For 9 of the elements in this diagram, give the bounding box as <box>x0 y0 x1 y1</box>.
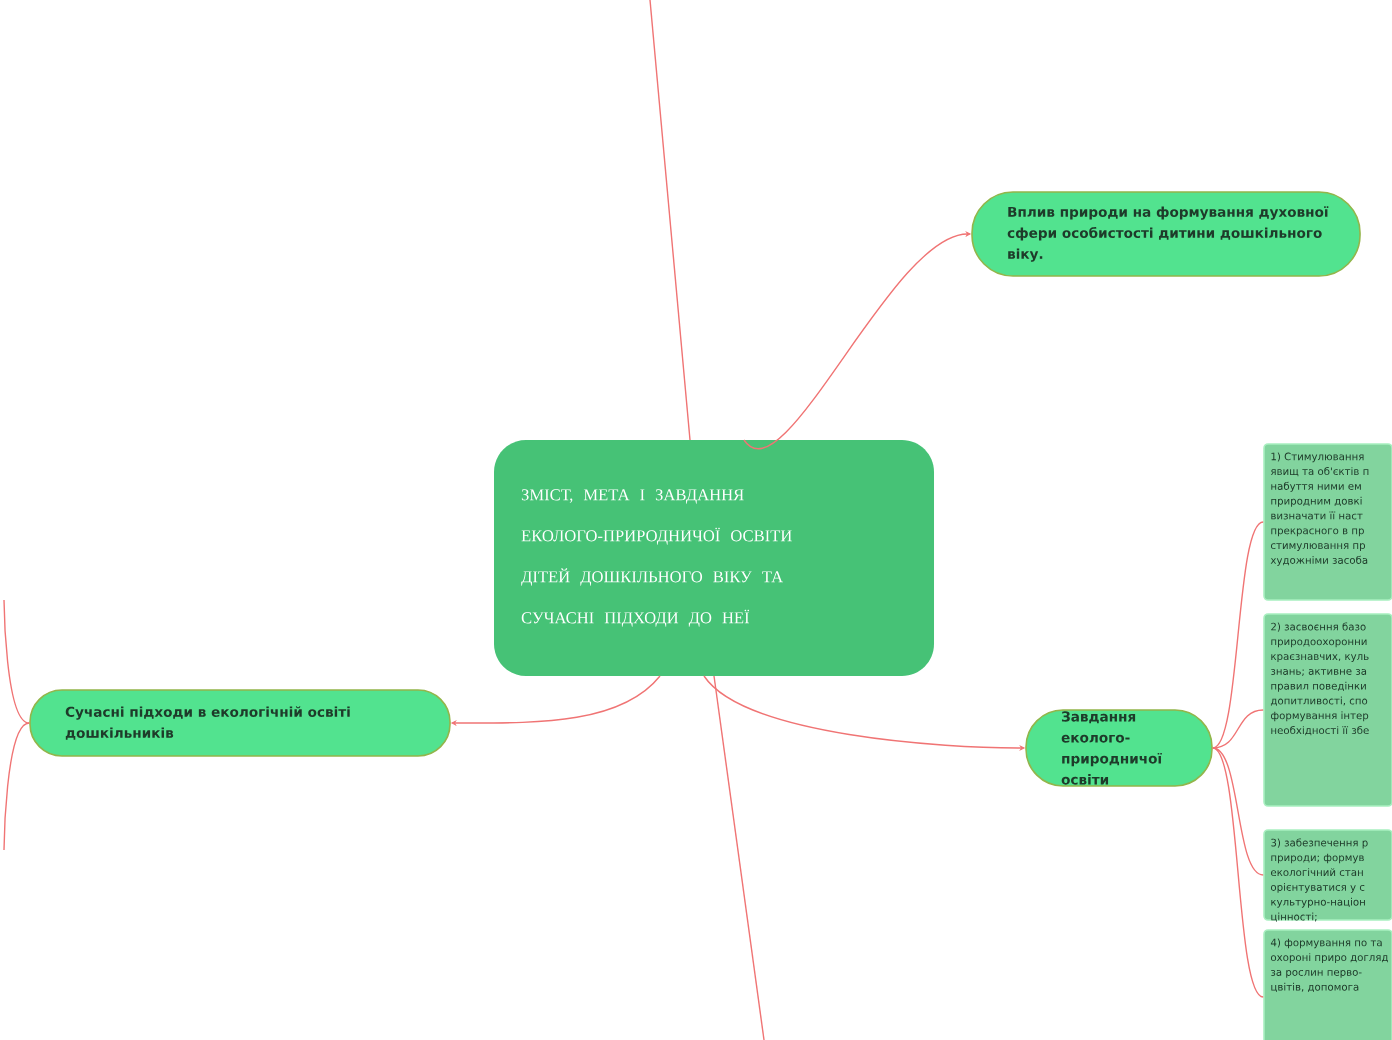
connector-line <box>3 722 30 851</box>
connector-line <box>1212 747 1264 998</box>
connector-line <box>649 0 691 441</box>
central-topic-box: ЗМІСТ, МЕТА І ЗАВДАННЯ ЕКОЛОГО-ПРИРОДНИЧОЇ ОСВІТИ ДІТЕЙ ДОШКІЛЬНОГО ВІКУ ТА СУЧАСНІ ПІДХОДИ ДО НЕЇ <box>494 440 934 676</box>
connector-line <box>1212 747 1264 876</box>
connector-line <box>1212 709 1264 749</box>
connector-line <box>3 599 30 724</box>
connector-line <box>1212 521 1264 749</box>
connector-line <box>713 675 765 1040</box>
